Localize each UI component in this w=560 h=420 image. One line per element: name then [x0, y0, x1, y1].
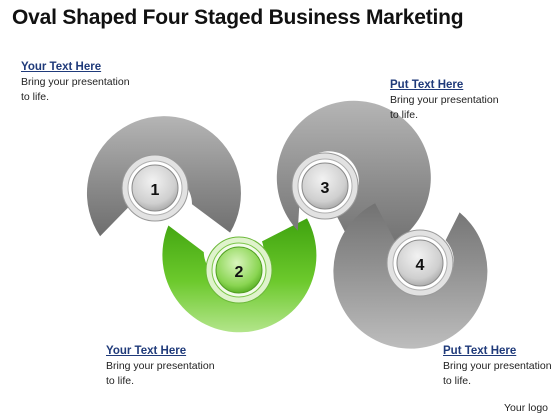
stage-3-ring: 3: [276, 100, 431, 255]
stage-3-button: [301, 162, 349, 210]
callout-stage-2: Your Text Here Bring your presentation t…: [106, 344, 266, 388]
stage-1-number: 1: [151, 182, 160, 199]
callout-heading: Put Text Here: [390, 79, 464, 91]
callout-body: Bring your presentation to life.: [443, 360, 552, 387]
stage-3-ring-arc: [276, 100, 431, 255]
stage-3-number: 3: [321, 180, 330, 197]
callout-body: Bring your presentation to life.: [21, 76, 130, 103]
footer-logo: Your logo: [504, 402, 548, 414]
stage-2-ring-arc: [162, 218, 317, 333]
stage-4-button: [396, 239, 444, 287]
callout-heading: Your Text Here: [21, 61, 102, 73]
stage-1-ring: 1: [86, 116, 241, 237]
stage-4-ring: 4: [333, 203, 488, 349]
callout-body: Bring your presentation to life.: [106, 360, 215, 387]
stage-4-ring-arc: [333, 203, 488, 349]
callout-stage-1: Your Text Here Bring your presentation t…: [21, 60, 181, 104]
callout-heading: Your Text Here: [106, 345, 187, 357]
callout-stage-3: Put Text Here Bring your presentation to…: [390, 78, 550, 122]
stage-1-ring-arc: [86, 116, 241, 237]
stage-2-number: 2: [235, 264, 244, 281]
page-title: Oval Shaped Four Staged Business Marketi…: [12, 6, 464, 29]
stage-1-button: [131, 164, 179, 212]
stage-2-ring: 2: [162, 218, 317, 333]
stage-2-button: [215, 246, 263, 294]
callout-stage-4: Put Text Here Bring your presentation to…: [443, 344, 553, 388]
stage-4-number: 4: [416, 257, 425, 274]
callout-body: Bring your presentation to life.: [390, 94, 499, 121]
callout-heading: Put Text Here: [443, 345, 517, 357]
